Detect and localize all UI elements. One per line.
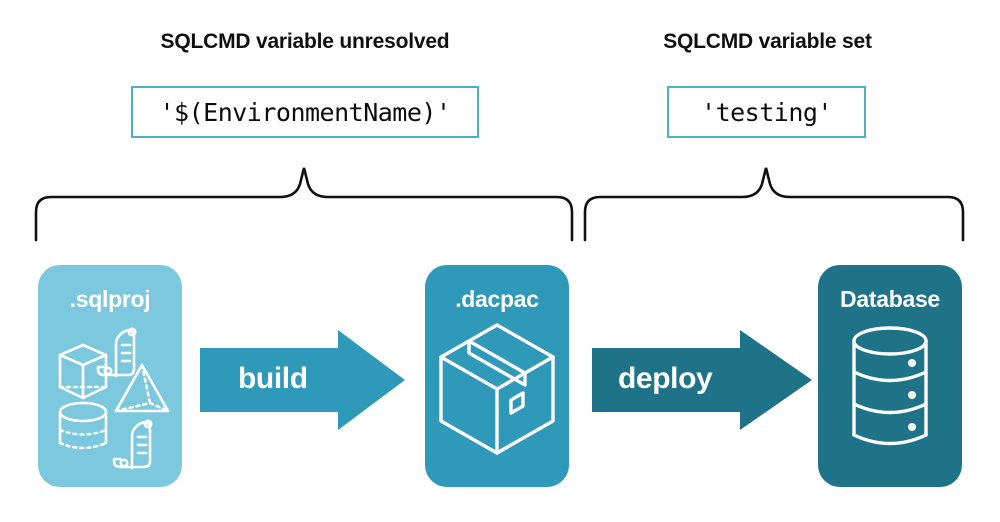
arrow-build: build bbox=[200, 330, 405, 430]
caption-sqlcmd-variable-set: SQLCMD variable set bbox=[663, 30, 872, 53]
arrow-build-shape bbox=[200, 330, 405, 430]
caption-sqlcmd-variable-unresolved: SQLCMD variable unresolved bbox=[160, 30, 450, 53]
stage-card-dacpac: .dacpac bbox=[425, 265, 569, 487]
package-box-icon bbox=[439, 323, 555, 455]
brace-left bbox=[34, 167, 574, 242]
brace-connectors bbox=[34, 167, 965, 242]
arrow-deploy-shape bbox=[592, 330, 812, 430]
brace-right bbox=[583, 167, 965, 242]
script-scroll-icon-bottom bbox=[112, 419, 153, 470]
cylinder-icon bbox=[58, 401, 108, 450]
cube-icon bbox=[58, 343, 108, 400]
value-box-testing: 'testing' bbox=[667, 86, 866, 138]
value-box-environment-name: '$(EnvironmentName)' bbox=[131, 86, 479, 138]
pyramid-icon bbox=[114, 363, 170, 413]
stage-card-database: Database bbox=[818, 265, 962, 487]
stage-card-dacpac-title: .dacpac bbox=[455, 286, 539, 312]
stage-card-sqlproj: .sqlproj bbox=[38, 265, 182, 487]
database-cylinder-icon bbox=[852, 326, 928, 446]
project-artifacts-icon bbox=[58, 327, 170, 470]
stage-card-database-title: Database bbox=[840, 286, 940, 312]
arrow-deploy: deploy bbox=[592, 330, 812, 430]
stage-card-sqlproj-title: .sqlproj bbox=[69, 286, 151, 312]
script-scroll-icon-top bbox=[96, 327, 137, 378]
